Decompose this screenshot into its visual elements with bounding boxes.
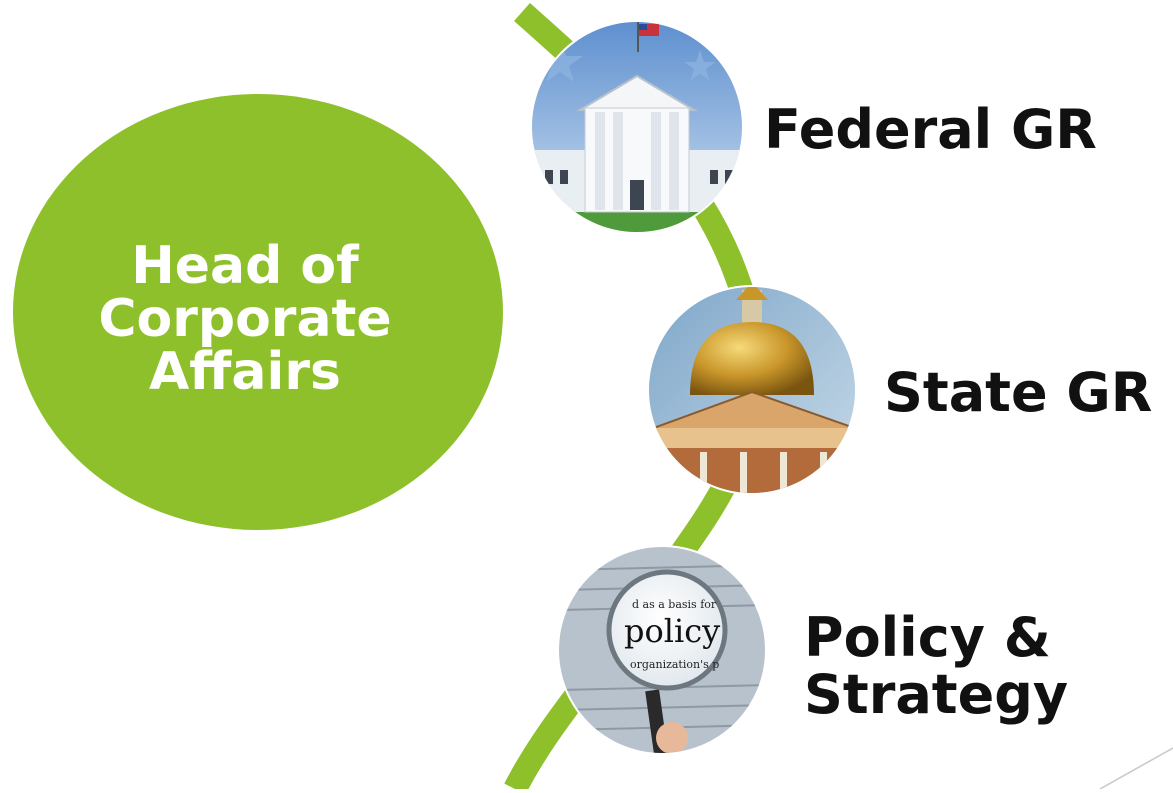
node-label-state: State GR xyxy=(884,366,1152,420)
node-label-policy-line-1: Policy & xyxy=(804,606,1051,669)
head-line-1: Head of xyxy=(131,236,359,296)
white-house-icon xyxy=(530,20,744,234)
svg-text:organization's p: organization's p xyxy=(630,658,719,671)
head-ellipse xyxy=(13,94,503,530)
node-label-state-text: State GR xyxy=(884,361,1153,424)
corner-decoration-line xyxy=(1099,747,1173,790)
head-title: Head of Corporate Affairs xyxy=(40,236,450,403)
magnifier-policy-icon: d as a basis for policy organization's p xyxy=(557,545,767,755)
head-line-2: Corporate xyxy=(98,289,392,350)
svg-text:d as a basis for: d as a basis for xyxy=(632,598,717,611)
state-house-dome-icon xyxy=(647,285,857,495)
node-label-federal-text: Federal GR xyxy=(764,98,1097,161)
node-label-federal: Federal GR xyxy=(764,103,1097,157)
node-label-policy-line-2: Strategy xyxy=(804,662,1069,726)
head-line-3: Affairs xyxy=(149,342,341,403)
node-label-policy: Policy & Strategy xyxy=(804,606,1069,726)
svg-text:policy: policy xyxy=(624,612,720,650)
